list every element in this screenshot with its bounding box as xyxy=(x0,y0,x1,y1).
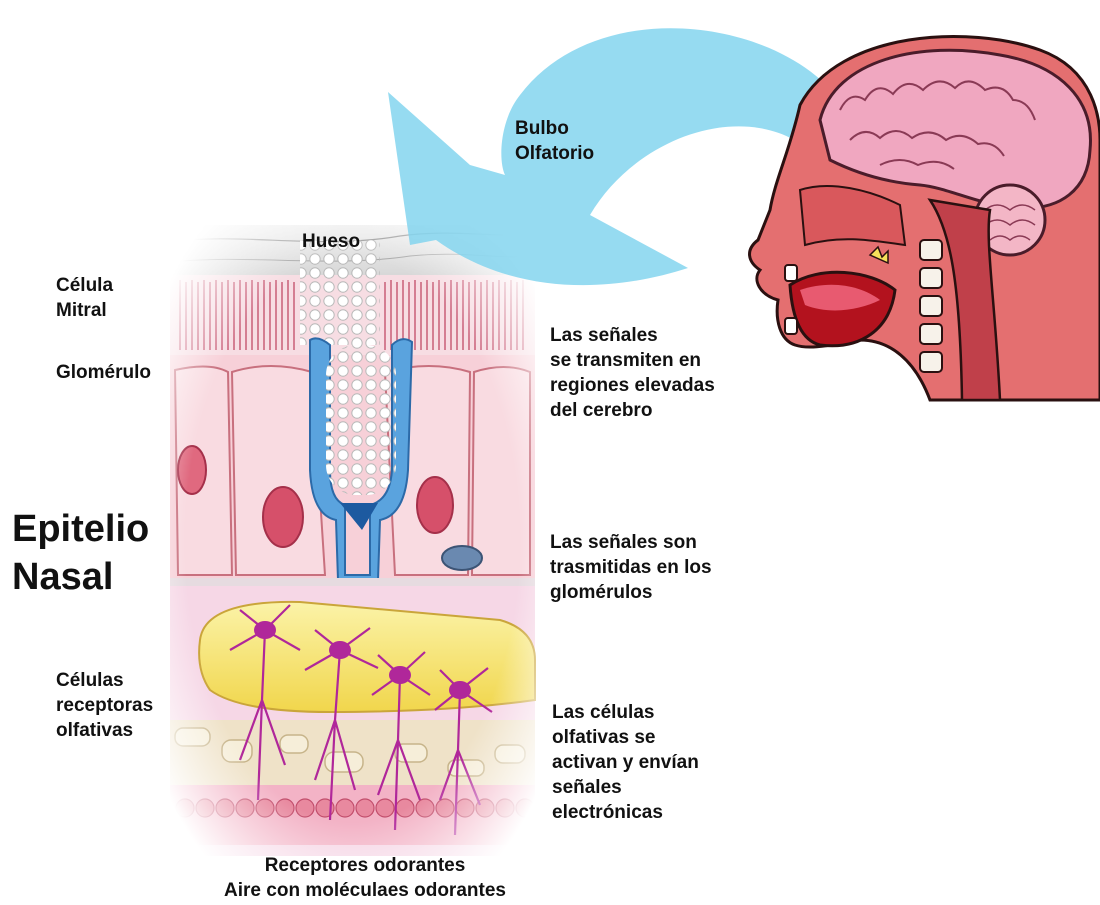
label-senales-glomerulos: Las señales son trasmitidas en los glomé… xyxy=(550,530,712,605)
label-epitelio-nasal: Epitelio Nasal xyxy=(12,505,149,601)
label-celulas-activan: Las células olfativas se activan y envía… xyxy=(552,700,699,825)
label-celulas-receptoras: Células receptoras olfativas xyxy=(56,668,153,743)
label-hueso: Hueso xyxy=(302,229,360,254)
label-receptores-odorantes: Receptores odorantes xyxy=(190,853,540,878)
label-aire-moleculas: Aire con moléculaes odorantes xyxy=(170,878,560,903)
label-glomerulo: Glomérulo xyxy=(56,360,151,385)
label-bulbo-olfatorio: Bulbo Olfatorio xyxy=(515,116,594,166)
label-celula-mitral: Célula Mitral xyxy=(56,273,113,323)
label-senales-cerebro: Las señales se transmiten en regiones el… xyxy=(550,323,715,423)
tissue-illustration xyxy=(160,215,545,865)
